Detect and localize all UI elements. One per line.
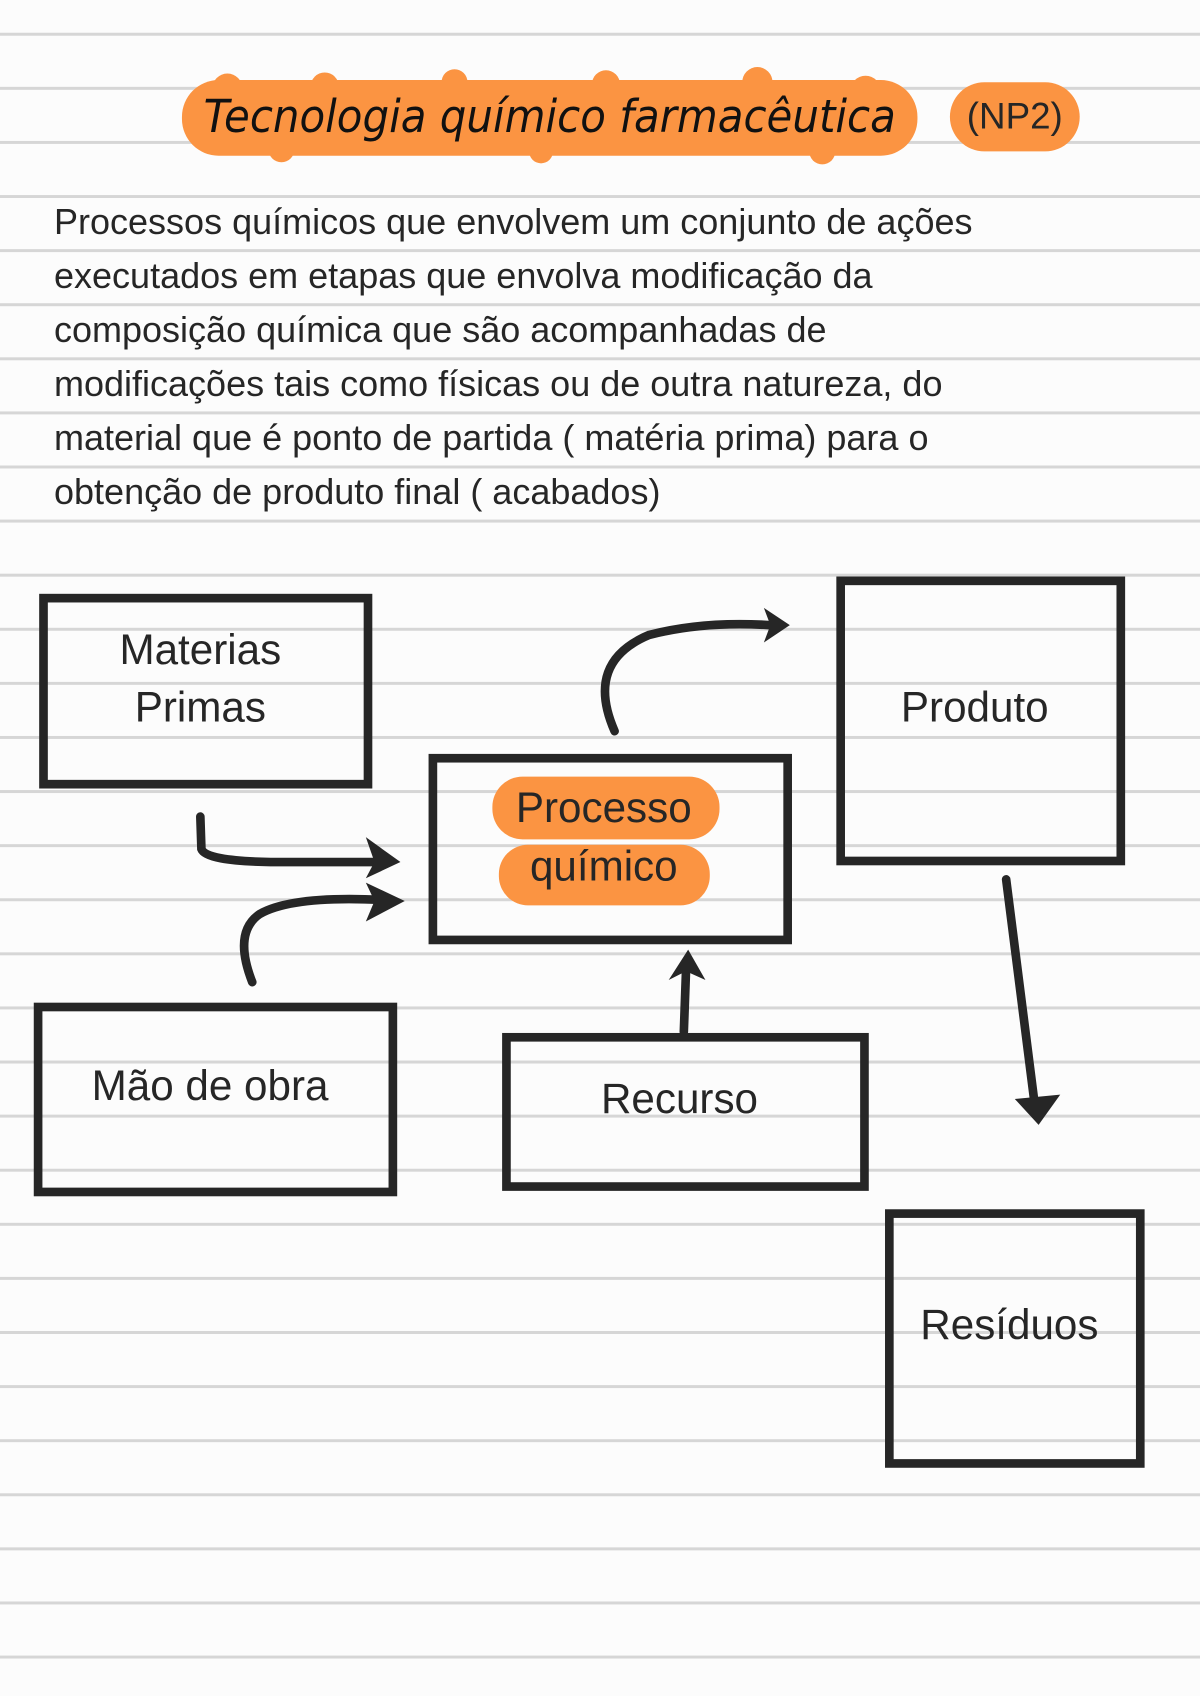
arrowhead-icon [668,949,706,980]
arrow-mao-to-processo [239,894,386,987]
paragraph-line: executados em etapas que envolva modific… [54,255,873,297]
paragraph-line: composição química que são acompanhadas … [54,309,827,351]
arrow-produto-to-residuos [1001,875,1039,1106]
label-processo: Processo [516,784,692,831]
box-materias-primas [39,593,373,789]
page-tag: (NP2) [967,96,1063,137]
arrowheads [365,607,1061,1125]
arrowhead-icon [365,882,405,922]
page-title: Tecnologia químico farmacêutica [204,90,896,143]
box-recurso [502,1032,869,1191]
arrowhead-icon [365,837,401,879]
label-materias: Materias [119,626,281,673]
label-residuos: Resíduos [920,1301,1098,1348]
label-recurso: Recurso [601,1075,758,1122]
processo-highlight [492,776,720,906]
definition-paragraph: Processos químicos que envolvem um conju… [54,195,1174,520]
label-quimico: químico [530,842,678,889]
paragraph-line: modificações tais como físicas ou de out… [54,363,943,405]
box-produto [836,576,1126,866]
label-mao-de-obra: Mão de obra [92,1062,329,1109]
arrow-recurso-to-processo [679,966,691,1037]
arrowhead-icon [763,607,790,643]
tag-highlight [949,82,1080,152]
paragraph-line: material que é ponto de partida ( matéri… [54,417,929,459]
arrow-materias-to-processo [196,812,386,867]
box-mao-de-obra [33,1002,398,1197]
title-highlight [181,67,918,165]
arrowhead-icon [1014,1094,1061,1125]
paragraph-line: Processos químicos que envolvem um conju… [54,201,973,242]
paragraph-line: obtenção de produto final ( acabados) [54,471,661,513]
arrow-processo-to-produto [600,619,775,736]
label-primas: Primas [135,683,266,730]
box-residuos [885,1209,1145,1468]
label-produto: Produto [901,683,1049,730]
box-processo-quimico [428,753,792,945]
